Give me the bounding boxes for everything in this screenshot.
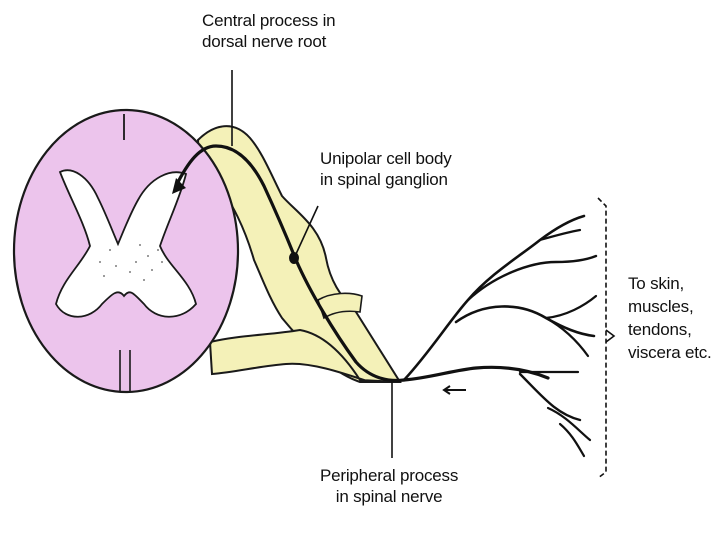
spinal-nerve <box>196 125 402 383</box>
branch-upper-2 <box>538 228 582 242</box>
leader-lines <box>231 70 393 458</box>
peripheral-process-label-line-2: in spinal nerve <box>335 487 443 506</box>
targets-bracket-tick <box>605 329 616 343</box>
branch-lower-2 <box>518 372 582 422</box>
targets-label-line-4: viscera etc. <box>628 343 712 362</box>
targets-label-line-1: To skin, <box>628 274 685 293</box>
branch-upper-3 <box>466 254 598 302</box>
peripheral-process-label: Peripheral process in spinal nerve <box>320 465 458 507</box>
unipolar-cell-label: Unipolar cell body in spinal ganglion <box>320 148 452 190</box>
unipolar-cell-label-line-1: Unipolar cell body <box>320 149 452 168</box>
branch-mid-2 <box>544 294 598 320</box>
dorsal-ramus-stub <box>317 292 363 320</box>
dorsal-root-and-ganglion <box>196 125 402 383</box>
branch-mid-1 <box>454 305 596 338</box>
central-process-line <box>174 144 406 383</box>
branch-upper-1 <box>402 214 586 382</box>
sensory-neuron <box>174 144 598 458</box>
targets-label: To skin, muscles, tendons, viscera etc. <box>628 272 712 364</box>
unipolar-label-leader <box>295 205 319 255</box>
central-process-label-line-2: dorsal nerve root <box>202 32 327 51</box>
grey-matter <box>55 169 197 318</box>
central-process-label-line-1: Central process in <box>202 11 336 30</box>
targets-label-line-3: tendons, <box>628 320 692 339</box>
peripheral-process-line <box>402 365 550 382</box>
peripheral-arrow-icon <box>442 385 466 395</box>
unipolar-cell-label-line-2: in spinal ganglion <box>320 170 448 189</box>
central-arrow-icon <box>172 178 186 194</box>
targets-label-line-2: muscles, <box>628 297 694 316</box>
targets-bracket <box>597 197 616 479</box>
spinal-cord-section <box>12 108 240 394</box>
unipolar-cell-body <box>289 252 299 264</box>
anterior-median-fissure <box>119 350 131 392</box>
grey-matter-stipple <box>99 244 163 281</box>
central-process-label: Central process in dorsal nerve root <box>202 10 336 52</box>
peripheral-process-label-line-1: Peripheral process <box>320 466 459 485</box>
branch-mid-3 <box>544 316 590 358</box>
branch-lower-4 <box>558 422 586 458</box>
branch-lower-3 <box>546 406 592 442</box>
